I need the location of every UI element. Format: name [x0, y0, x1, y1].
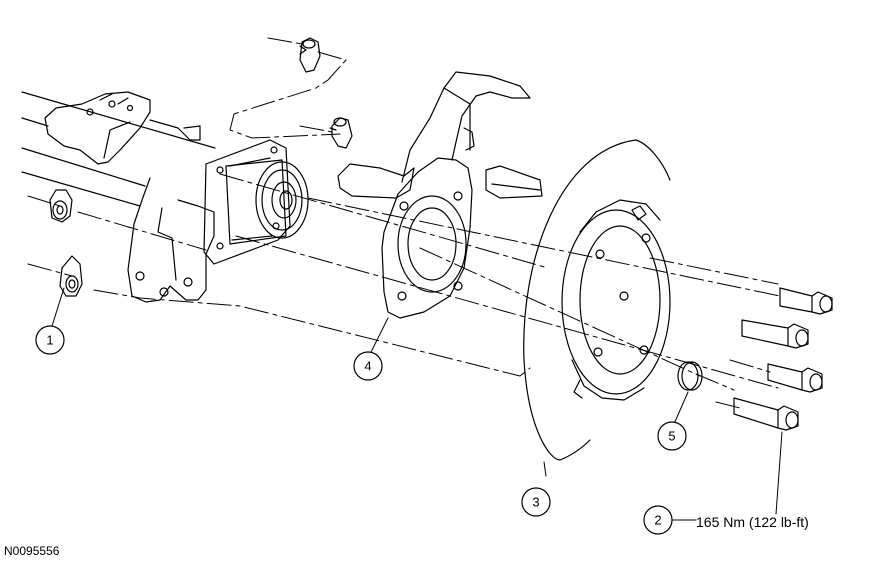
bushing-middle — [329, 117, 353, 149]
callout-3: 3 — [521, 487, 551, 517]
backing-plate — [523, 139, 671, 461]
callout-4: 4 — [353, 351, 383, 381]
svg-text:2: 2 — [654, 513, 661, 528]
bolt-3 — [767, 363, 823, 393]
callout-1: 1 — [35, 325, 65, 355]
svg-text:3: 3 — [532, 495, 539, 510]
axle-beam — [21, 91, 216, 303]
center-lines — [27, 37, 781, 409]
bushing-top — [299, 37, 321, 73]
bushing-left — [49, 189, 73, 223]
bolt-4 — [733, 397, 799, 431]
callout-2: 2 — [643, 505, 673, 535]
figure-id: N0095556 — [4, 544, 60, 558]
torque-spec-label: 165 Nm (122 lb-ft) — [696, 514, 809, 530]
plug — [677, 361, 703, 391]
svg-text:5: 5 — [668, 429, 675, 444]
bolt-1 — [779, 287, 833, 315]
svg-text:4: 4 — [364, 359, 371, 374]
bolt-2 — [741, 319, 809, 349]
wheel-hub-bearing — [203, 139, 309, 265]
callout-leaders — [51, 287, 783, 521]
bushing-lower — [59, 255, 83, 297]
svg-text:1: 1 — [46, 333, 53, 348]
knuckle — [337, 71, 543, 319]
callout-5: 5 — [657, 421, 687, 451]
